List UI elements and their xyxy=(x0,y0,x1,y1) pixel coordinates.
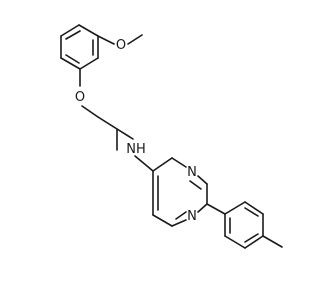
pyrimidine-n-top-label: N xyxy=(187,165,197,180)
methoxy-oxygen-label: O xyxy=(116,38,126,53)
pyrimidine-n-bottom-label: N xyxy=(187,209,197,224)
ether-chain xyxy=(79,68,134,151)
amine-nh-label: NH xyxy=(126,142,146,157)
ether-oxygen-label: O xyxy=(75,90,85,105)
structure-canvas: O O NH N N xyxy=(60,24,283,249)
amine-linker xyxy=(134,155,173,172)
pyrimidine-ring xyxy=(152,157,208,227)
methoxyphenyl-ring xyxy=(60,24,99,70)
methoxy-group xyxy=(97,34,143,45)
chemical-structure: O O NH N N xyxy=(60,24,283,249)
tolyl-ring xyxy=(206,201,283,249)
